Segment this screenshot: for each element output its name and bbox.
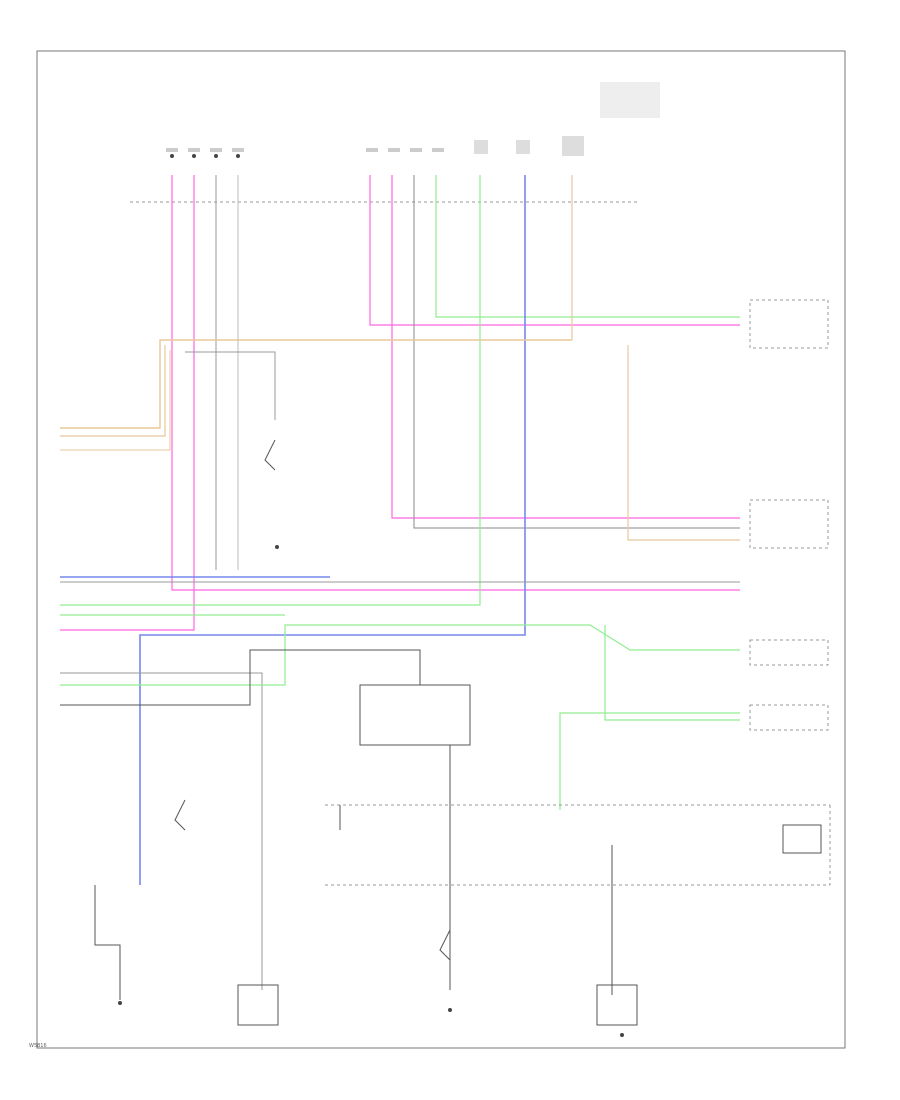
switch-box: [359, 684, 471, 746]
wire-tan-left: [60, 339, 572, 429]
wire-blue-525: [139, 175, 526, 885]
connector-box-4: [749, 704, 829, 731]
ground-dot-4: [620, 1033, 624, 1037]
sensor-box-right: [596, 984, 638, 1026]
module-icon: [782, 824, 822, 854]
wire-pink-2: [60, 175, 195, 631]
connector-box-2: [749, 499, 829, 549]
wire-gray-left-3: [60, 649, 421, 706]
wire-pink-3: [369, 175, 740, 326]
connector-box-1: [749, 299, 829, 349]
ground-dot-2: [118, 1001, 122, 1005]
wire-lower-left: [94, 885, 121, 1000]
switch-symbol-1: [264, 439, 276, 471]
fuse-group-left: [166, 148, 244, 158]
ground-dot-3: [448, 1008, 452, 1012]
wire-green-480: [60, 175, 481, 606]
wire-green-436: [435, 175, 740, 318]
diagram-frame: [36, 50, 846, 1049]
page-code: W5816: [29, 1043, 47, 1049]
wire-green-mid: [60, 624, 740, 686]
wire-pink-4: [391, 175, 740, 519]
wire-gray-414: [413, 175, 740, 529]
wire-gray-harness: [185, 351, 276, 420]
wire-tan-bottom: [627, 345, 740, 541]
wire-green-right-2: [559, 712, 740, 810]
ground-dot-1: [275, 545, 279, 549]
fuse-group-right: [366, 82, 660, 156]
switch-symbol-3: [439, 929, 451, 961]
sensor-box-left: [237, 984, 279, 1026]
wire-tan-left-3: [60, 350, 171, 451]
switch-symbol-2: [174, 799, 186, 831]
connector-box-3: [749, 639, 829, 666]
wire-gray-left-2: [60, 672, 263, 990]
wire-tan-left-2: [60, 345, 166, 437]
wire-green-right: [604, 625, 740, 721]
wire-pink-1: [171, 175, 740, 591]
